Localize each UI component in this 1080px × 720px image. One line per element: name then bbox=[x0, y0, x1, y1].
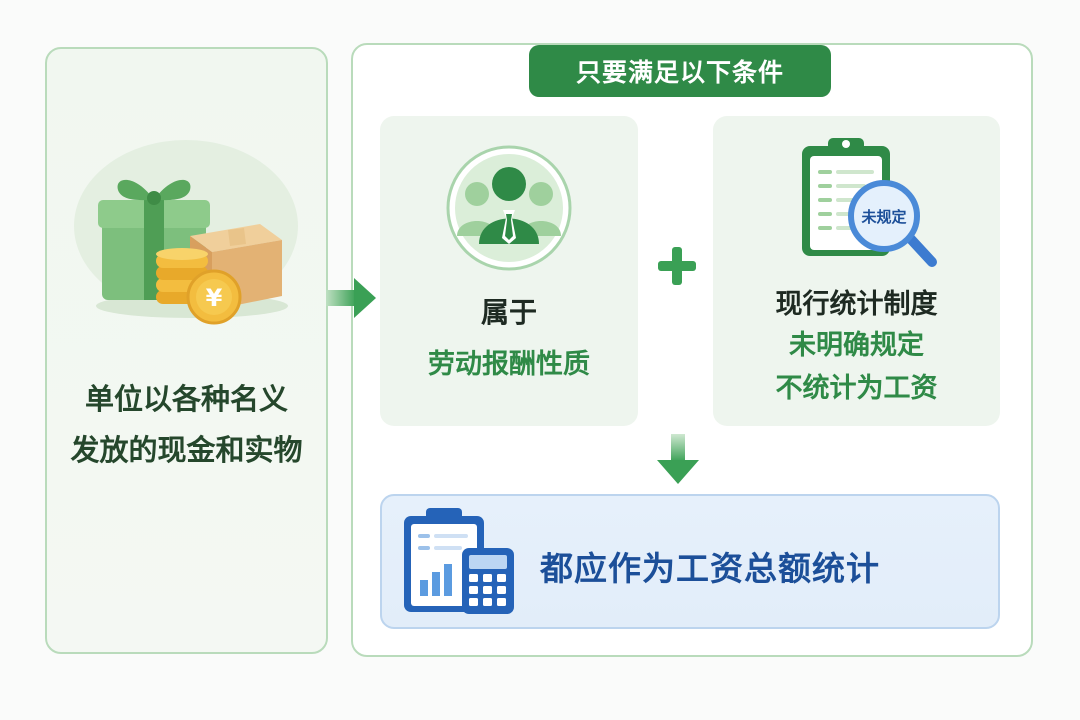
cash-illustration: ¥ bbox=[74, 140, 298, 325]
magnifier-icon bbox=[848, 180, 937, 267]
coins-icon: ¥ bbox=[156, 248, 242, 325]
cash-goods-line-1: 单位以各种名义 bbox=[84, 382, 288, 416]
cash-goods-line-2: 发放的现金和实物 bbox=[70, 433, 303, 467]
result-text: 都应作为工资总额统计 bbox=[540, 549, 880, 588]
currency-symbol: ¥ bbox=[206, 284, 223, 312]
labor-card-title: 属于 bbox=[480, 296, 537, 329]
arrow-right-icon bbox=[326, 278, 376, 318]
people-icon bbox=[446, 145, 572, 271]
stat-card-subtitle-2: 不统计为工资 bbox=[775, 373, 938, 404]
stat-card-subtitle-1: 未明确规定 bbox=[789, 330, 924, 361]
clipboard-icon bbox=[802, 138, 937, 267]
calculator-icon bbox=[404, 508, 514, 614]
condition-tag: 只要满足以下条件 bbox=[529, 45, 831, 97]
plus-icon bbox=[658, 247, 696, 285]
stat-card-title: 现行统计制度 bbox=[775, 289, 938, 320]
arrow-down-icon bbox=[657, 434, 699, 484]
cash-and-goods-panel bbox=[45, 47, 328, 654]
labor-card-subtitle: 劳动报酬性质 bbox=[428, 349, 590, 380]
not-specified-badge: 未规定 bbox=[861, 208, 907, 226]
